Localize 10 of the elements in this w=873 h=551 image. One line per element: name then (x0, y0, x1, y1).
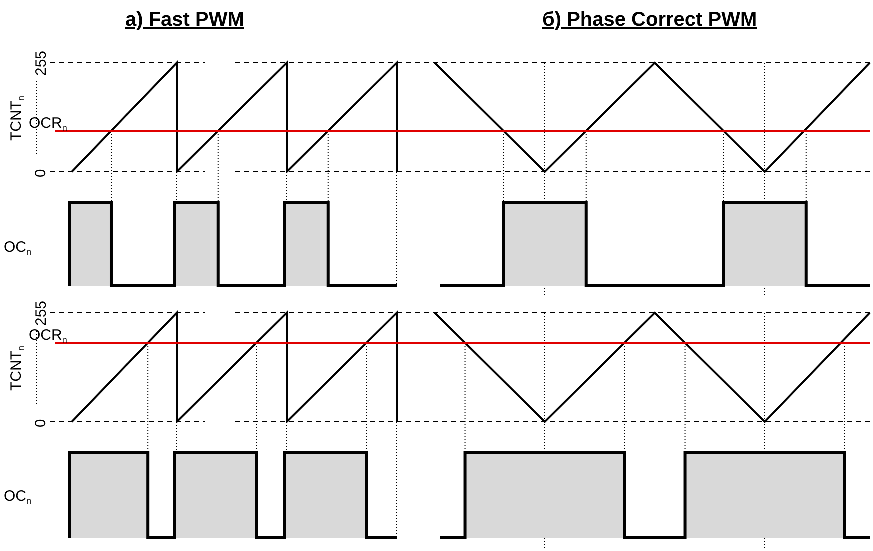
axis-tick-label: 0 (34, 418, 49, 428)
axis-tick-label: 255 (34, 300, 49, 326)
level-label: OCR$_{n}$ (29, 328, 68, 344)
heading: б) Phase Correct PWM (542, 10, 758, 30)
axis-tick-label: 255 (34, 50, 49, 76)
signal-label: OC$_{n}$ (4, 240, 32, 256)
signal-label: OC$_{n}$ (4, 488, 32, 506)
heading: а) Fast PWM (126, 10, 244, 30)
axis-tick-label: 0 (34, 168, 49, 178)
level-label: OCR$_{n}$ (29, 116, 68, 132)
